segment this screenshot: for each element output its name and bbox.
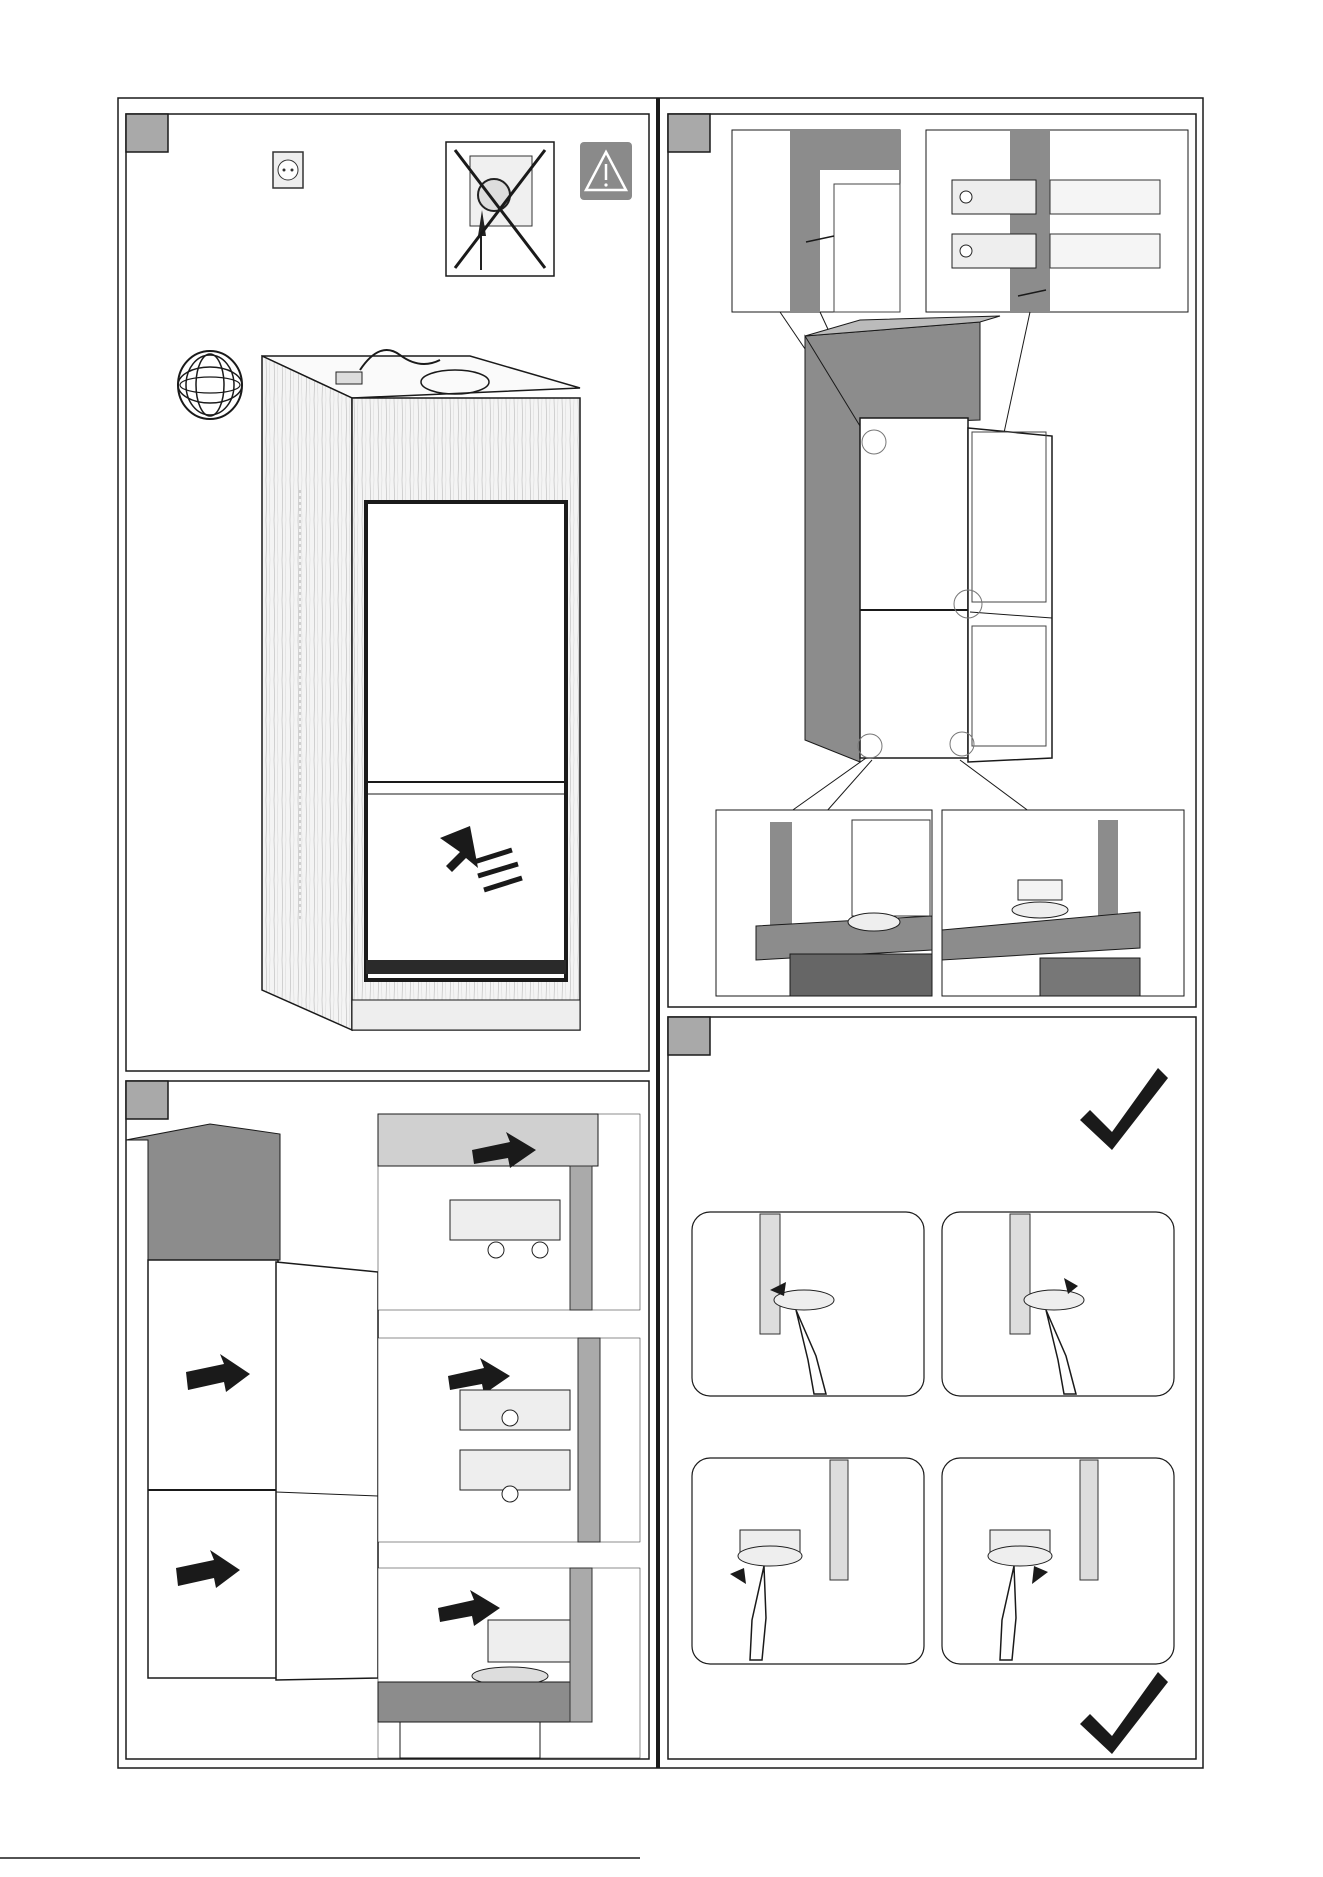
foot-adjust-detail (716, 810, 932, 996)
checkmark-icon (1080, 1068, 1168, 1150)
fridge-cabinet-illustration (262, 350, 580, 1030)
step-badge-d (668, 1017, 710, 1055)
hinge-bracket-icon (378, 1568, 640, 1758)
adjust-detail-4 (942, 1458, 1174, 1664)
cabinet-with-open-doors (126, 1124, 378, 1680)
door-bracket-detail (942, 810, 1184, 996)
cabinet-gap-detail (732, 130, 900, 312)
step-badge-c (126, 1081, 168, 1119)
hinge-bracket-icon (378, 1114, 640, 1310)
hinge-detail (926, 130, 1188, 312)
step-badge-b (668, 114, 710, 152)
panel-step-a (126, 114, 649, 1071)
panel-step-d (668, 1017, 1196, 1759)
step-badge-a (126, 114, 168, 152)
panel-step-b (668, 114, 1196, 1007)
socket-icon (273, 152, 303, 188)
hinge-bracket-icon (378, 1338, 640, 1542)
checkmark-icon (1080, 1672, 1168, 1754)
no-plug-icon (446, 142, 554, 276)
warning-triangle-icon (580, 142, 632, 200)
panel-step-c (126, 1081, 649, 1759)
adjust-detail-3 (692, 1458, 924, 1664)
adjust-detail-1 (692, 1212, 924, 1396)
adjust-detail-2 (942, 1212, 1174, 1396)
cable-coil-icon (178, 351, 242, 419)
